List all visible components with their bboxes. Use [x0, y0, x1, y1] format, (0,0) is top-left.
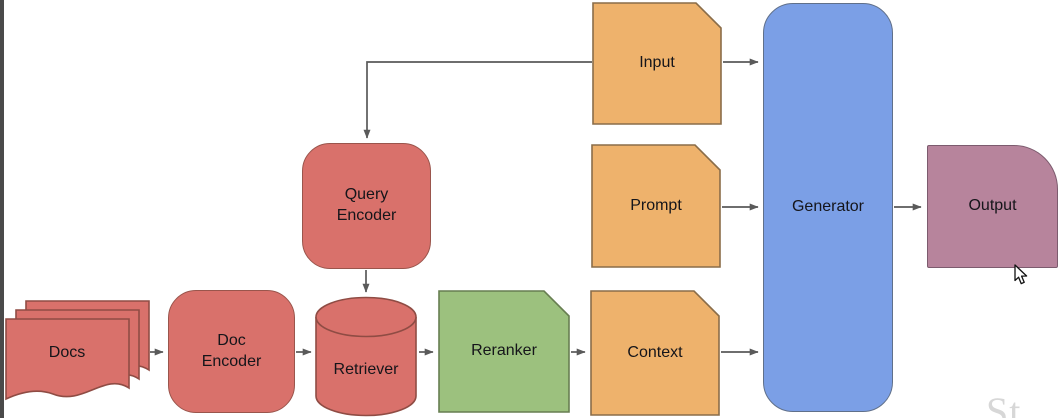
cylinder-shape	[315, 296, 417, 417]
node-generator: Generator	[763, 3, 893, 412]
folded-card-shape	[592, 2, 722, 125]
left-edge-strip	[0, 0, 4, 418]
doc-encoder-label: Doc Encoder	[201, 331, 262, 370]
node-prompt: Prompt	[591, 144, 721, 268]
reranker-label: Reranker	[471, 342, 537, 360]
folded-card-shape	[590, 290, 720, 416]
retriever-label: Retriever	[333, 361, 399, 379]
watermark-text: St	[986, 389, 1022, 418]
node-output: Output	[927, 145, 1058, 268]
node-doc-encoder: Doc Encoder	[168, 290, 295, 413]
node-retriever: Retriever	[315, 296, 417, 417]
node-context: Context	[590, 290, 720, 416]
folded-card-shape	[591, 144, 721, 268]
prompt-label: Prompt	[630, 196, 682, 214]
docs-label: Docs	[48, 343, 86, 361]
generator-label: Generator	[791, 198, 865, 216]
arrow-input-queryencoder	[363, 61, 592, 139]
context-label: Context	[627, 343, 683, 361]
node-reranker: Reranker	[438, 290, 570, 413]
folded-card-shape	[438, 290, 570, 413]
output-label: Output	[968, 197, 1017, 215]
input-label: Input	[639, 54, 675, 72]
mouse-cursor-icon	[1014, 264, 1028, 285]
node-docs: Docs	[5, 300, 153, 402]
node-query-encoder: Query Encoder	[302, 143, 431, 269]
query-encoder-label: Query Encoder	[336, 186, 397, 224]
node-input: Input	[592, 2, 722, 125]
document-stack-icon	[5, 300, 150, 401]
